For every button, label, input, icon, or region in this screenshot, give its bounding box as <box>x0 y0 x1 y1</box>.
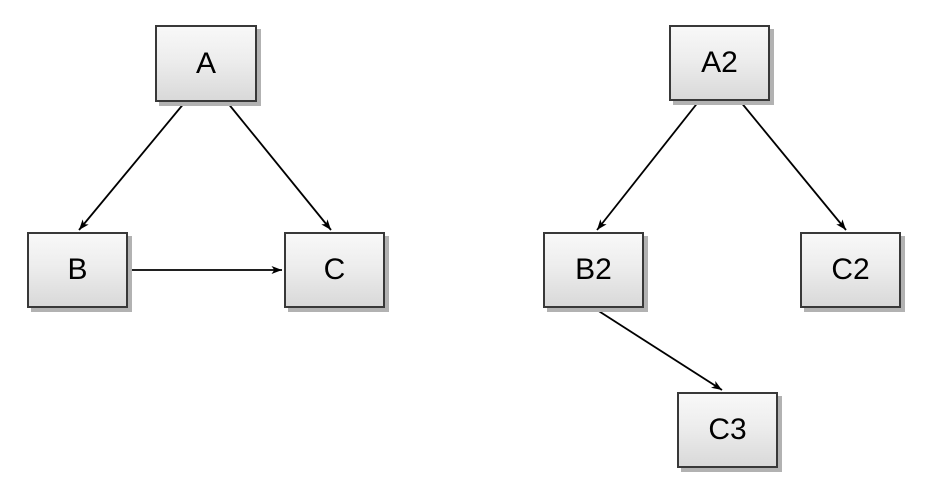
node-label-B: B <box>67 253 88 286</box>
edge-A-B[interactable] <box>78 101 186 231</box>
edge-A2-C2[interactable] <box>739 100 847 231</box>
node-label-B2: B2 <box>575 253 612 286</box>
node-C[interactable]: C <box>284 232 385 308</box>
edge-B2-C3[interactable] <box>593 307 723 391</box>
node-label-C3: C3 <box>708 413 747 446</box>
edge-A2-B2[interactable] <box>596 100 700 231</box>
node-A[interactable]: A <box>155 25 257 102</box>
node-B2[interactable]: B2 <box>543 232 644 308</box>
node-A2[interactable]: A2 <box>669 25 770 101</box>
node-label-A: A <box>195 46 216 80</box>
node-label-A2: A2 <box>701 46 738 79</box>
node-C3[interactable]: C3 <box>677 392 778 468</box>
edge-A-C[interactable] <box>226 101 332 231</box>
node-label-C2: C2 <box>831 253 870 286</box>
node-C2[interactable]: C2 <box>800 232 901 308</box>
node-B[interactable]: B <box>27 232 128 308</box>
node-label-C: C <box>323 253 346 286</box>
